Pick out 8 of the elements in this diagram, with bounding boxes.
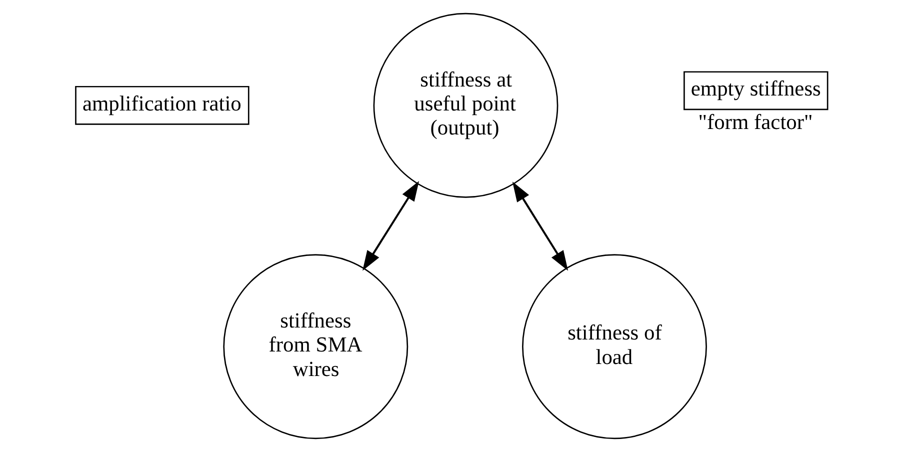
node-circle: stiffness of load: [522, 254, 706, 440]
node-label: "form factor": [698, 110, 812, 134]
node-circle: stiffness at useful point (output): [372, 12, 558, 198]
arrow: [512, 182, 568, 271]
node-box: amplification ratio: [74, 86, 249, 125]
node-circle: stiffness from SMA wires: [222, 254, 408, 440]
node-box: empty stiffness: [683, 71, 828, 110]
arrow: [362, 180, 419, 271]
